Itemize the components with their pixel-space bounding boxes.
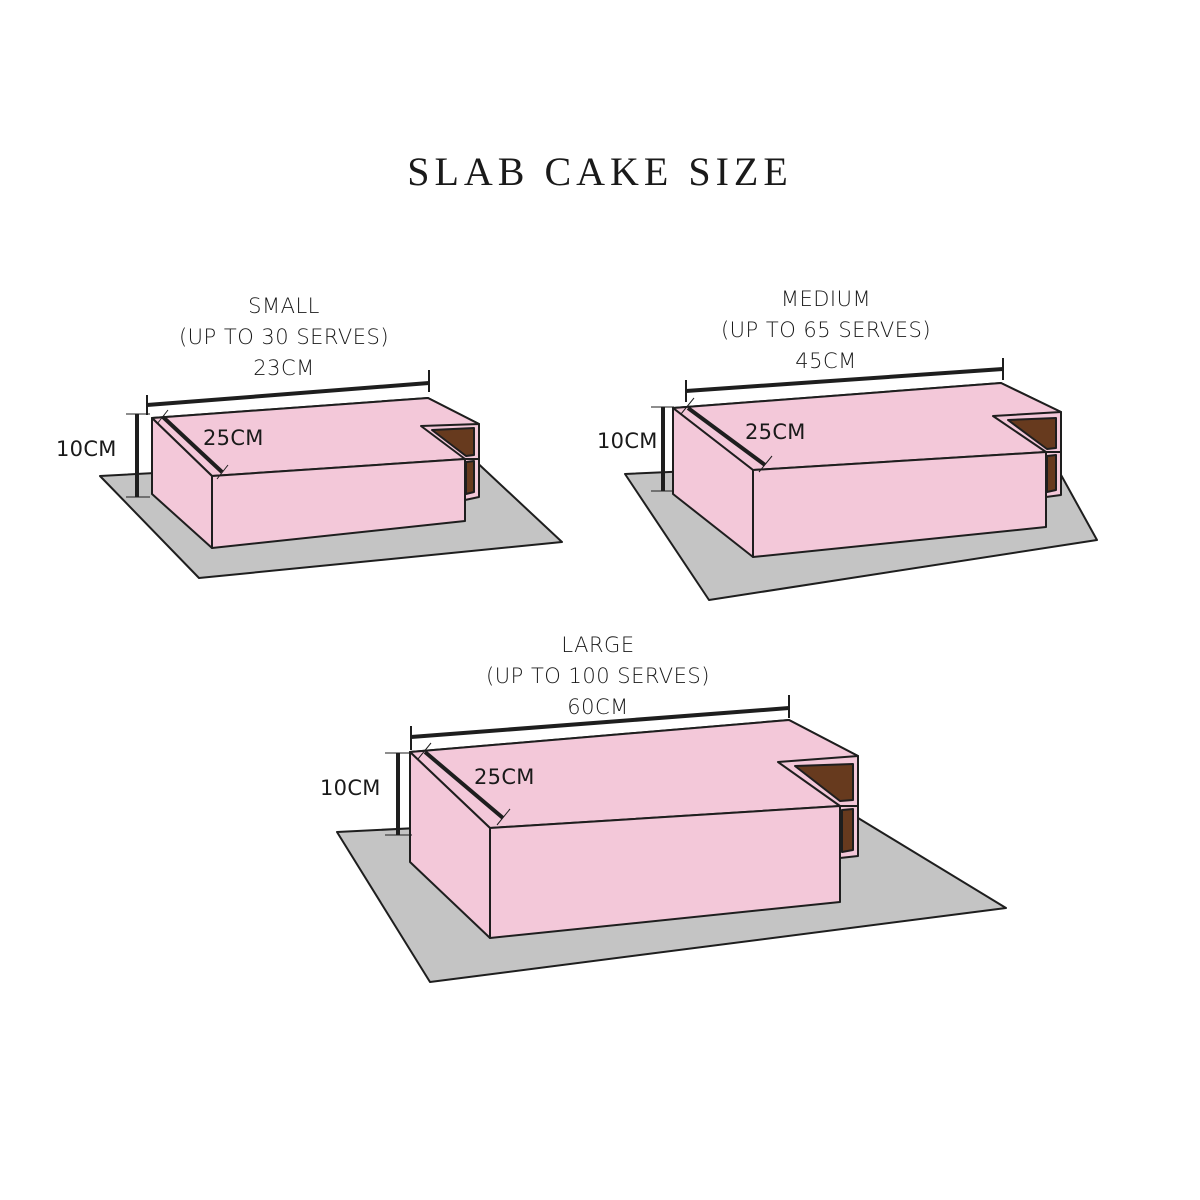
large-cake-chocolate-lower	[841, 808, 854, 853]
large-cake-front	[489, 805, 841, 939]
small-cake-label: SMALL (UP TO 30 SERVES) 23CM	[134, 291, 434, 384]
medium-serves: (UP TO 65 SERVES)	[720, 318, 932, 342]
small-size-name: SMALL	[248, 294, 320, 318]
small-height-label: 10CM	[56, 437, 117, 461]
large-height-label: 10CM	[320, 776, 381, 800]
small-cake-diagram	[99, 370, 563, 579]
small-width-label: 25CM	[203, 426, 264, 450]
medium-size-name: MEDIUM	[780, 287, 872, 311]
small-cake-chocolate-upper	[431, 427, 475, 457]
small-cake-front	[211, 458, 466, 549]
large-length: 60CM	[567, 695, 629, 719]
medium-cake-label: MEDIUM (UP TO 65 SERVES) 45CM	[676, 284, 976, 377]
large-width-label: 25CM	[474, 765, 535, 789]
medium-cake-front	[752, 451, 1047, 558]
large-cake-label: LARGE (UP TO 100 SERVES) 60CM	[448, 630, 748, 723]
medium-cake-chocolate-upper	[1007, 417, 1057, 450]
medium-width-label: 25CM	[745, 420, 806, 444]
small-serves: (UP TO 30 SERVES)	[178, 325, 390, 349]
large-size-name: LARGE	[561, 633, 635, 657]
page-title: SLAB CAKE SIZE	[407, 149, 793, 194]
medium-length: 45CM	[795, 349, 857, 373]
small-length: 23CM	[253, 356, 315, 380]
medium-height-label: 10CM	[597, 429, 658, 453]
large-serves: (UP TO 100 SERVES)	[486, 664, 710, 688]
large-cake-diagram	[336, 695, 1007, 983]
large-cake-chocolate-upper	[794, 763, 854, 802]
small-cake-chocolate-lower	[465, 460, 475, 495]
medium-cake-diagram	[624, 358, 1098, 601]
medium-cake-chocolate-lower	[1046, 454, 1057, 493]
